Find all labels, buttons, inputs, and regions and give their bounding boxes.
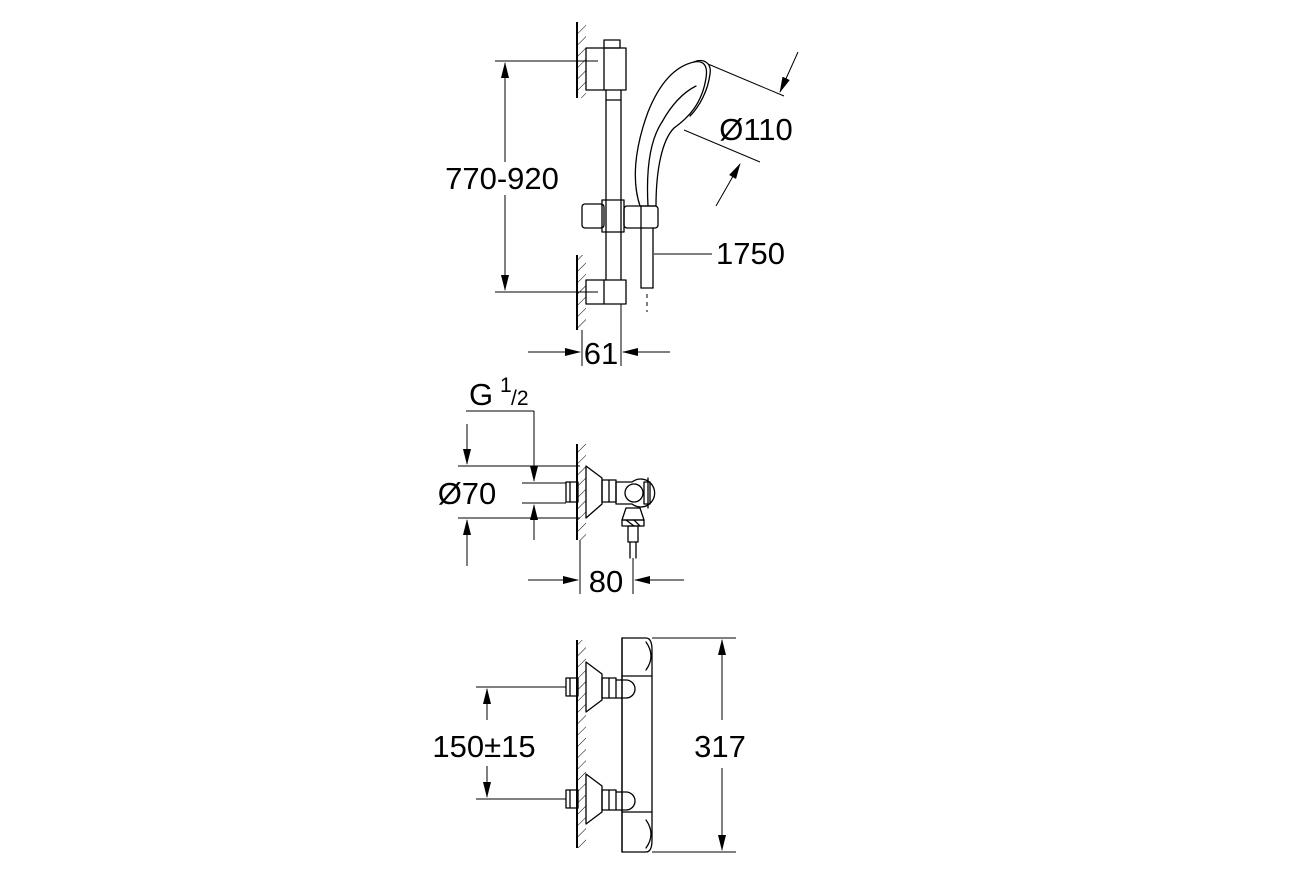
handshower-diameter-dimension: Ø110 bbox=[683, 51, 799, 207]
mixer-side-view: G 1 /2 Ø70 80 bbox=[438, 374, 684, 599]
mixer-height-dimension: 317 bbox=[652, 637, 746, 853]
mixer-height-label: 317 bbox=[694, 729, 746, 764]
slide-rail bbox=[605, 89, 622, 281]
rail-slider bbox=[581, 199, 659, 233]
inlet-connector bbox=[565, 481, 579, 503]
mixer-projection-dimension: 80 bbox=[528, 540, 684, 599]
shower-hose bbox=[640, 227, 654, 312]
rail-depth-dimension: 61 bbox=[528, 304, 670, 371]
rail-height-dimension: 770-920 bbox=[445, 60, 598, 293]
handshower-diameter-label: Ø110 bbox=[719, 112, 793, 147]
thread-size-dimension: G 1 /2 bbox=[466, 374, 566, 540]
inlet-spacing-dimension: 150±15 bbox=[432, 686, 566, 800]
mixer-body-profile bbox=[615, 477, 656, 509]
escutcheon-diameter-label: Ø70 bbox=[438, 476, 497, 511]
hose-length-label: 1750 bbox=[716, 236, 785, 271]
inlet-spacing-label: 150±15 bbox=[432, 729, 535, 764]
escutcheon bbox=[585, 465, 617, 519]
lower-inlet bbox=[565, 773, 636, 825]
wall-hatch-bottom bbox=[576, 640, 586, 848]
mixer-outlet bbox=[621, 507, 645, 559]
mixer-projection-label: 80 bbox=[589, 564, 623, 599]
hose-length-dimension: 1750 bbox=[654, 236, 785, 271]
rail-height-label: 770-920 bbox=[445, 161, 559, 196]
wall-hatch-middle bbox=[576, 444, 586, 540]
rail-depth-label: 61 bbox=[584, 336, 618, 371]
mixer-body-front bbox=[621, 637, 653, 853]
thread-fraction-denominator: /2 bbox=[511, 387, 529, 410]
escutcheon-diameter-dimension: Ø70 bbox=[438, 424, 580, 566]
thread-size-label: G bbox=[469, 377, 493, 412]
shower-rail-view: 770-920 Ø110 1750 61 bbox=[445, 22, 799, 371]
thread-fraction-numerator: 1 bbox=[500, 374, 512, 397]
upper-wall-bracket bbox=[585, 39, 627, 91]
mixer-front-view: 150±15 317 bbox=[432, 637, 746, 853]
wall-hatch-top bbox=[576, 22, 586, 330]
hand-shower bbox=[634, 59, 711, 207]
